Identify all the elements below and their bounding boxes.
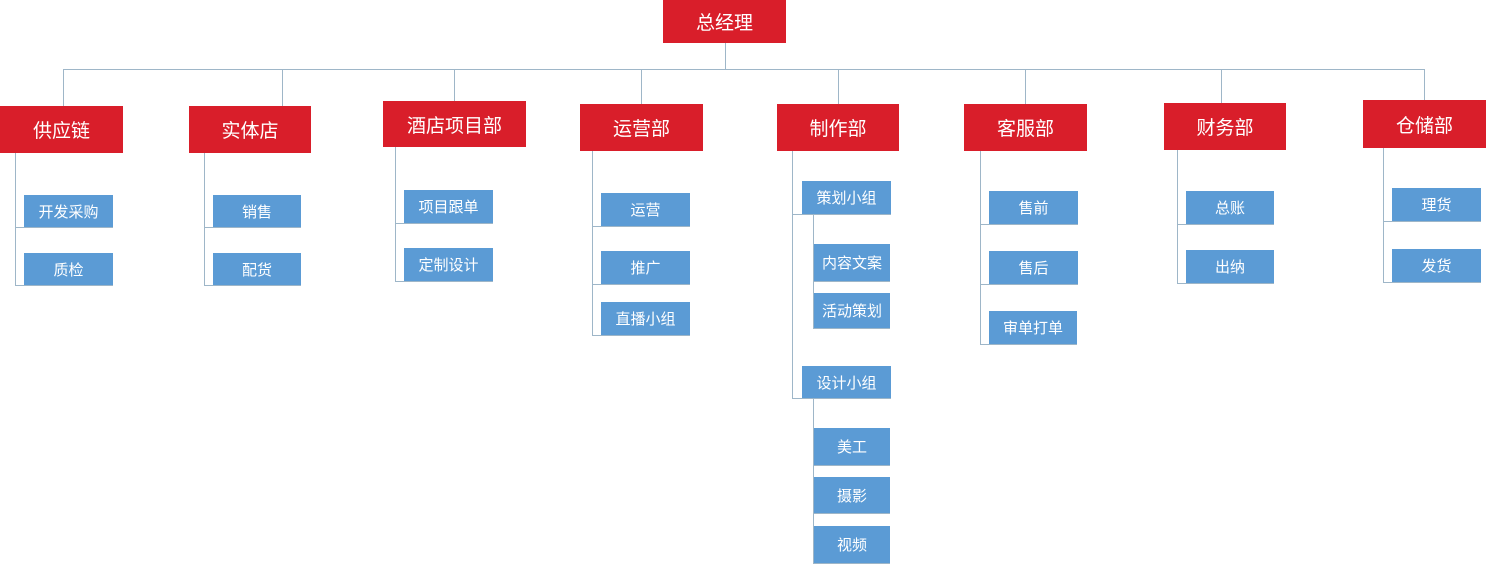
dept-5-drop	[1025, 70, 1026, 104]
dept-1-tick	[204, 285, 301, 286]
unit-box: 发货	[1392, 249, 1481, 282]
dept-3-tick	[592, 284, 690, 285]
dept-3-spine	[592, 151, 593, 336]
dept-5-tick	[980, 224, 1078, 225]
unit-box: 审单打单	[989, 311, 1077, 344]
dept-3-tick	[592, 226, 690, 227]
unit-box: 理货	[1392, 188, 1481, 221]
dept-7-drop	[1424, 70, 1425, 100]
dept-7-tick	[1383, 221, 1481, 222]
subgroup-1-tick	[813, 465, 890, 466]
unit-box: 售后	[989, 251, 1078, 284]
subgroup-0-tick	[813, 328, 890, 329]
unit-box: 出纳	[1186, 250, 1274, 283]
dept-1-tick	[204, 227, 301, 228]
dept-customer-service: 客服部	[964, 104, 1087, 151]
unit-box: 项目跟单	[404, 190, 493, 223]
dept-hotel-projects: 酒店项目部	[383, 101, 526, 147]
dept-production: 制作部	[777, 104, 899, 151]
subgroup-1-tick	[813, 563, 890, 564]
dept-physical-store: 实体店	[189, 106, 311, 153]
dept-warehouse: 仓储部	[1363, 100, 1486, 148]
dept-0-drop	[63, 70, 64, 106]
dept-6-spine	[1177, 150, 1178, 284]
dept-supply-chain: 供应链	[0, 106, 123, 153]
dept-0-tick	[15, 285, 113, 286]
dept-2-spine	[395, 147, 396, 282]
unit-box: 视频	[814, 526, 890, 563]
dept-3-drop	[641, 70, 642, 104]
subgroup-box: 策划小组	[802, 181, 891, 214]
subgroup-0-tick	[813, 281, 890, 282]
unit-box: 定制设计	[404, 248, 493, 281]
dept-6-tick	[1177, 283, 1274, 284]
unit-box: 总账	[1186, 191, 1274, 224]
dept-6-drop	[1221, 70, 1222, 103]
root-stem	[725, 43, 726, 70]
dept-operations: 运营部	[580, 104, 703, 151]
unit-box: 运营	[601, 193, 690, 226]
dept-2-drop	[454, 70, 455, 101]
unit-box: 推广	[601, 251, 690, 284]
unit-box: 摄影	[814, 477, 890, 513]
root-node-general-manager: 总经理	[663, 0, 786, 43]
dept-6-tick	[1177, 224, 1274, 225]
dept-5-tick	[980, 344, 1077, 345]
unit-box: 配货	[213, 253, 301, 285]
dept-4-tick	[792, 398, 891, 399]
unit-box: 开发采购	[24, 195, 113, 227]
dept-4-tick	[792, 214, 891, 215]
dept-4-drop	[838, 70, 839, 104]
unit-box: 美工	[814, 428, 890, 465]
dept-1-drop	[282, 70, 283, 106]
unit-box: 内容文案	[814, 244, 890, 281]
dept-1-spine	[204, 153, 205, 286]
unit-box: 售前	[989, 191, 1078, 224]
unit-box: 销售	[213, 195, 301, 227]
subgroup-box: 设计小组	[802, 366, 891, 398]
dept-2-tick	[395, 281, 493, 282]
dept-5-spine	[980, 151, 981, 345]
dept-5-tick	[980, 284, 1078, 285]
subgroup-1-spine	[813, 399, 814, 564]
dept-4-spine	[792, 151, 793, 399]
unit-box: 质检	[24, 253, 113, 285]
subgroup-1-tick	[813, 513, 890, 514]
subgroup-0-spine	[813, 215, 814, 329]
dept-7-spine	[1383, 148, 1384, 283]
dept-finance: 财务部	[1164, 103, 1286, 150]
dept-0-tick	[15, 227, 113, 228]
unit-box: 直播小组	[601, 302, 690, 335]
dept-7-tick	[1383, 282, 1481, 283]
dept-bus	[63, 69, 1425, 70]
dept-2-tick	[395, 223, 493, 224]
unit-box: 活动策划	[814, 293, 890, 328]
dept-3-tick	[592, 335, 690, 336]
dept-0-spine	[15, 153, 16, 286]
